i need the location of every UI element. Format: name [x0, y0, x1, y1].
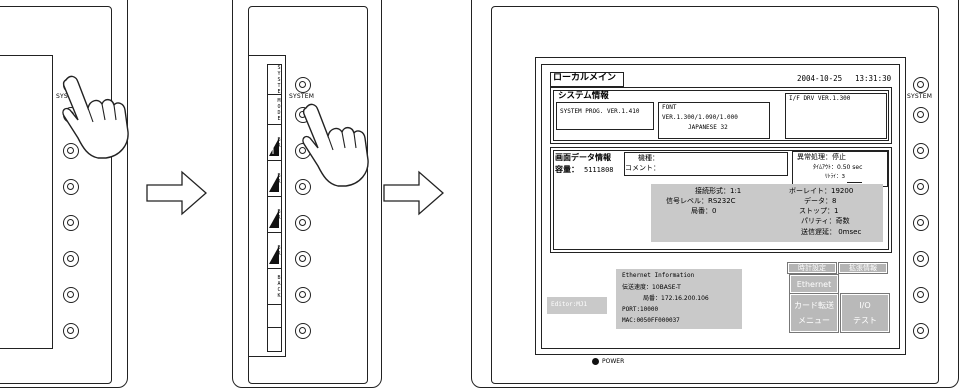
- power-label: POWER: [602, 358, 625, 365]
- parity: パリティ：奇数: [801, 217, 850, 225]
- panel3-key-2[interactable]: [913, 143, 929, 159]
- comment-label: コメント：: [625, 164, 660, 172]
- hand-pressing-icon: [302, 103, 369, 187]
- panel2-key-6[interactable]: [295, 287, 311, 303]
- editor-panel: [547, 297, 607, 314]
- ethernet-mac: MAC:0050FF000037: [622, 317, 680, 324]
- hand-pressing-icon: [62, 75, 129, 159]
- error-handling-box: [792, 151, 888, 187]
- ethernet-button[interactable]: Ethernet: [789, 274, 839, 294]
- font-line-3: JAPANESE 32: [688, 124, 728, 131]
- ethernet-speed: 伝送速度：10BASE-T: [622, 284, 681, 291]
- panel1-system-label: SYS: [56, 93, 68, 100]
- clock-settings-button[interactable]: 時計設定: [787, 262, 837, 274]
- baud-rate: ボーレイト：19200: [789, 187, 854, 195]
- model-comment-box: [624, 152, 788, 176]
- panel3-key-4[interactable]: [913, 215, 929, 231]
- timeout: ﾀｲﾑｱｳﾄ：0.50 sec: [813, 164, 863, 171]
- screen-date: 2004-10-25: [797, 74, 843, 83]
- panel1-key-7[interactable]: [63, 323, 79, 339]
- panel3-key-7[interactable]: [913, 323, 929, 339]
- screen-data-inner: [553, 150, 889, 250]
- panel1-key-4[interactable]: [63, 215, 79, 231]
- side-key-blank-2[interactable]: [268, 328, 281, 351]
- data-bits: データ：8: [804, 197, 837, 205]
- if-driver-box: [785, 93, 887, 139]
- side-key-strip: SYSTEM MODE BR BR BR BR BACK: [267, 64, 282, 352]
- system-info-heading: システム情報: [558, 91, 609, 101]
- io-test-button[interactable]: I/O テスト: [840, 293, 890, 333]
- screen-title: ローカルメイン: [553, 73, 617, 83]
- main-screen: ローカルメイン 2004-10-25 13:31:30 システム情報 SYSTE…: [541, 64, 900, 349]
- arrow-right-icon: [383, 170, 444, 216]
- arrow-right-icon: [146, 170, 207, 216]
- comm-settings-panel: [651, 184, 883, 242]
- font-line-1: FONT: [662, 104, 677, 111]
- ethernet-info-panel: [616, 269, 742, 329]
- card-transfer-menu-button[interactable]: カード転送 メニュー: [789, 293, 839, 333]
- panel3-key-5[interactable]: [913, 251, 929, 267]
- panel2-key-3[interactable]: [295, 179, 311, 195]
- panel2-key-4[interactable]: [295, 215, 311, 231]
- retry-cursor: [847, 182, 862, 183]
- model-label: 機種：: [638, 154, 659, 162]
- signal-level: 信号レベル：RS232C: [666, 197, 736, 205]
- stop-bits: ストップ：1: [799, 207, 839, 215]
- conn-type: 接続形式：1:1: [695, 187, 742, 195]
- font-version-box: [658, 102, 770, 139]
- power-led-icon: [592, 358, 599, 365]
- panel1-key-6[interactable]: [63, 287, 79, 303]
- panel3-key-3[interactable]: [913, 179, 929, 195]
- panel3-key-1[interactable]: [913, 107, 929, 123]
- prog-version-box: [556, 102, 654, 130]
- br-key-arrows-icon: [269, 138, 279, 264]
- panel3-key-6[interactable]: [913, 287, 929, 303]
- panel3-system-label: SYSTEM: [907, 93, 933, 100]
- font-line-2: VER.1.300/1.090/1.000: [662, 114, 738, 121]
- side-key-system[interactable]: SYSTEM: [268, 65, 281, 95]
- editor-label: Editor:MJ1: [551, 301, 588, 308]
- system-info-inner: [553, 90, 889, 141]
- panel1-key-2[interactable]: [63, 143, 79, 159]
- panel2-key-5[interactable]: [295, 251, 311, 267]
- screen-time: 13:31:30: [855, 74, 892, 83]
- screen-data-group: [550, 147, 892, 253]
- panel3-system-button[interactable]: [913, 77, 929, 93]
- screen-data-heading: 画面データ情報: [555, 153, 611, 162]
- panel2-system-button[interactable]: [295, 77, 311, 93]
- panel1-key-5[interactable]: [63, 251, 79, 267]
- ethernet-info-title: Ethernet Information: [622, 272, 695, 279]
- extended-info-button[interactable]: 拡張情報: [838, 262, 888, 274]
- panel1-screen: [0, 55, 53, 349]
- side-key-blank-1[interactable]: [268, 305, 281, 328]
- capacity-label: 容量：: [555, 165, 579, 174]
- panel1-key-3[interactable]: [63, 179, 79, 195]
- send-delay: 送信遅延： 0msec: [801, 228, 862, 236]
- panel2-key-7[interactable]: [295, 323, 311, 339]
- ethernet-port: PORT:10000: [622, 306, 659, 313]
- side-key-back[interactable]: BACK: [268, 269, 281, 305]
- system-info-group: [550, 87, 892, 144]
- capacity-value: 5111808: [584, 166, 614, 174]
- ethernet-station: 局番：172.16.200.106: [643, 295, 709, 302]
- error-handling: 異常処理：停止: [797, 153, 846, 161]
- station-no: 局番：0: [691, 207, 717, 215]
- if-driver-version: I/F DRV VER.1.300: [789, 95, 851, 102]
- prog-version: SYSTEM PROG. VER.1.410: [560, 108, 640, 115]
- side-key-mode[interactable]: MODE: [268, 95, 281, 125]
- panel2-system-label: SYSTEM: [289, 93, 315, 100]
- retry: ﾘﾄﾗｲ：3: [825, 174, 845, 180]
- screen-title-box: [550, 72, 624, 87]
